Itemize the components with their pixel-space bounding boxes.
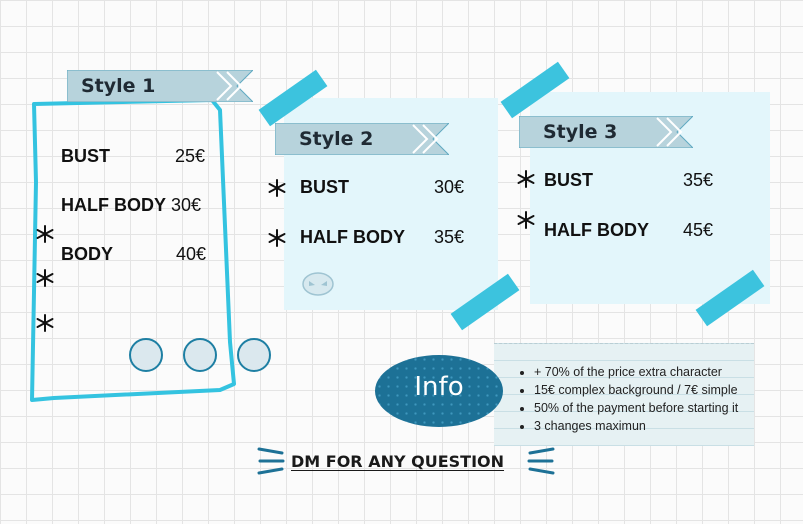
asterisk-icon bbox=[36, 225, 54, 243]
style-3-price-bust: 35€ bbox=[683, 170, 714, 190]
left-dash-icon bbox=[257, 447, 285, 475]
style-1-price-half-body: 30€ bbox=[171, 195, 202, 215]
style-1-price-bust: 25€ bbox=[175, 146, 206, 166]
style-1-frame bbox=[30, 98, 236, 402]
style-3-item-half-body: HALF BODY bbox=[544, 220, 649, 240]
style-2-price-half-body: 35€ bbox=[434, 227, 465, 247]
info-badge: Info bbox=[375, 355, 503, 427]
style-2-item-bust: BUST bbox=[300, 177, 349, 197]
style-1-item-bust: BUST bbox=[61, 146, 110, 166]
style-2-title: Style 2 bbox=[299, 128, 374, 150]
style-3-title: Style 3 bbox=[543, 121, 618, 143]
dm-question-text: DM FOR ANY QUESTION bbox=[291, 452, 505, 471]
style-3-price-half-body: 45€ bbox=[683, 220, 714, 240]
decor-circle bbox=[129, 338, 163, 372]
info-note: 3 changes maximun bbox=[534, 417, 738, 435]
style-1-title: Style 1 bbox=[81, 75, 156, 97]
ribbon-shape bbox=[519, 116, 693, 148]
style-1-item-half-body: HALF BODY bbox=[61, 195, 166, 215]
asterisk-icon bbox=[268, 179, 286, 197]
asterisk-icon bbox=[36, 269, 54, 287]
style-1-item-body: BODY bbox=[61, 244, 114, 264]
info-badge-label: Info bbox=[414, 372, 464, 402]
right-dash-icon bbox=[527, 447, 555, 475]
style-2-ribbon: Style 2 bbox=[275, 123, 449, 155]
style-2-item-half-body: HALF BODY bbox=[300, 227, 405, 247]
style-3-ribbon: Style 3 bbox=[519, 116, 693, 148]
ribbon-shape bbox=[275, 123, 449, 155]
info-notes-list: + 70% of the price extra character 15€ c… bbox=[512, 363, 738, 435]
style-1-price-body: 40€ bbox=[176, 244, 207, 264]
decor-circle bbox=[237, 338, 271, 372]
decor-circle bbox=[183, 338, 217, 372]
asterisk-icon bbox=[517, 211, 535, 229]
info-note: 15€ complex background / 7€ simple bbox=[534, 381, 738, 399]
asterisk-icon bbox=[517, 170, 535, 188]
style-1-ribbon: Style 1 bbox=[67, 70, 253, 102]
style-3-item-bust: BUST bbox=[544, 170, 593, 190]
info-note: 50% of the payment before starting it bbox=[534, 399, 738, 417]
ribbon-shape bbox=[67, 70, 253, 102]
asterisk-icon bbox=[36, 314, 54, 332]
info-note: + 70% of the price extra character bbox=[534, 363, 738, 381]
info-notes-panel: + 70% of the price extra character 15€ c… bbox=[494, 343, 754, 446]
alien-face-icon bbox=[302, 272, 334, 296]
asterisk-icon bbox=[268, 229, 286, 247]
style-2-price-bust: 30€ bbox=[434, 177, 465, 197]
